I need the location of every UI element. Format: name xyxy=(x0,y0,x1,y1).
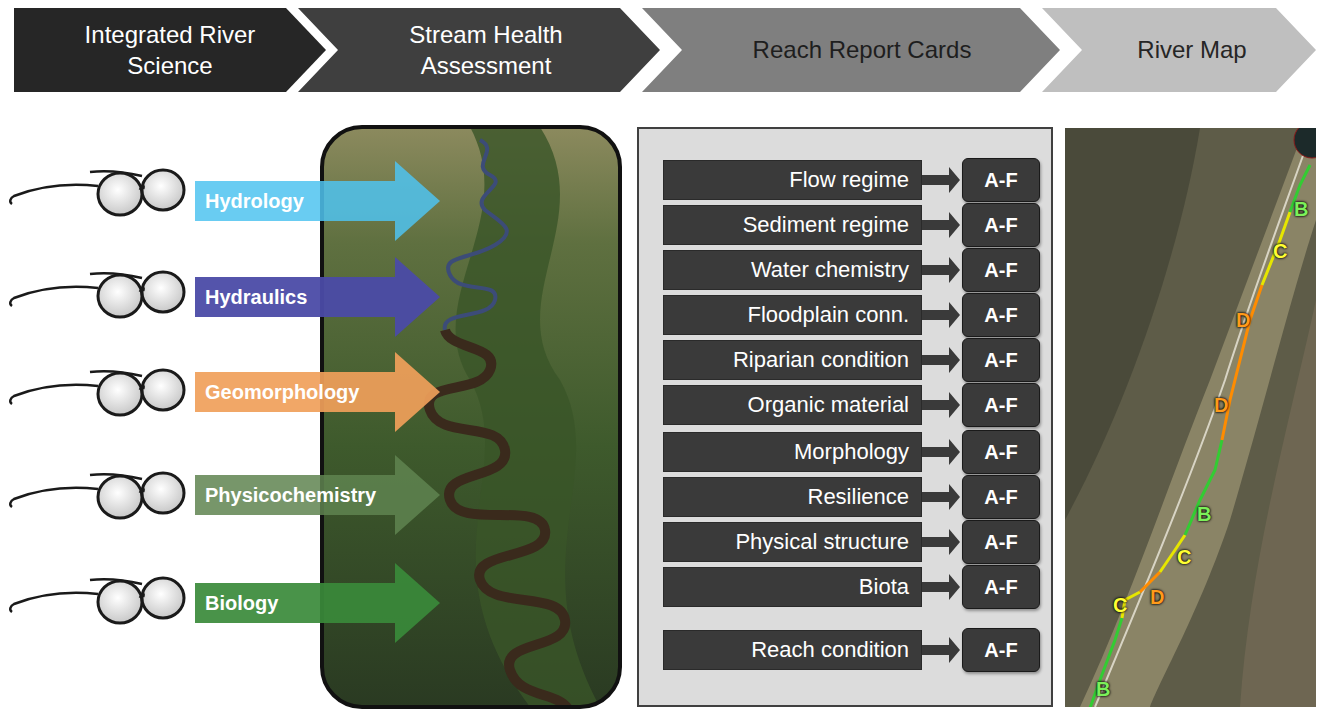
chevron-text-holder: Integrated River Science xyxy=(65,8,275,92)
chevron-label: Integrated River Science xyxy=(65,19,275,81)
grade-letter: D xyxy=(1214,394,1228,417)
discipline-label: Hydrology xyxy=(205,190,304,213)
grade-arrow xyxy=(922,637,960,663)
process-chevron: River Map xyxy=(1042,8,1316,92)
grade-letter: C xyxy=(1177,546,1191,569)
grade-box: A-F xyxy=(962,520,1040,564)
grade-label: A-F xyxy=(984,394,1017,417)
grade-arrow xyxy=(922,347,960,373)
metric-box: Organic material xyxy=(663,385,922,425)
metric-label: Riparian condition xyxy=(733,347,909,373)
chevron-label: Stream Health Assessment xyxy=(376,19,596,81)
grade-label: A-F xyxy=(984,576,1017,599)
metric-box: Floodplain conn. xyxy=(663,295,922,335)
grade-label: A-F xyxy=(984,349,1017,372)
lens-arrow: Biology xyxy=(195,563,440,643)
metric-box: Riparian condition xyxy=(663,340,922,380)
chevron-text-holder: Stream Health Assessment xyxy=(376,8,596,92)
lens-arrow: Physicochemistry xyxy=(195,455,440,535)
grade-box: A-F xyxy=(962,565,1040,609)
discipline-label: Hydraulics xyxy=(205,286,307,309)
metric-box: Sediment regime xyxy=(663,205,922,245)
metric-label: Flow regime xyxy=(789,167,909,193)
process-chevron: Reach Report Cards xyxy=(642,8,1060,92)
grade-box: A-F xyxy=(962,338,1040,382)
grade-arrow xyxy=(922,439,960,465)
metric-box: Resilience xyxy=(663,477,922,517)
lens-arrow: Geomorphology xyxy=(195,352,440,432)
grade-box: A-F xyxy=(962,158,1040,202)
grade-letter: B xyxy=(1197,503,1211,526)
metric-label: Reach condition xyxy=(751,637,909,663)
lens-arrow: Hydraulics xyxy=(195,257,440,337)
process-chevron: Stream Health Assessment xyxy=(298,8,660,92)
metric-box: Reach condition xyxy=(663,630,922,670)
metric-label: Resilience xyxy=(808,484,910,510)
discipline-label: Geomorphology xyxy=(205,381,359,404)
grade-label: A-F xyxy=(984,304,1017,327)
metric-label: Morphology xyxy=(794,439,909,465)
grade-label: A-F xyxy=(984,639,1017,662)
grade-arrow xyxy=(922,212,960,238)
grade-letter: B xyxy=(1294,198,1308,221)
grade-letter: C xyxy=(1113,594,1127,617)
grade-letter: C xyxy=(1273,240,1287,263)
grade-letter: D xyxy=(1236,309,1250,332)
metric-label: Floodplain conn. xyxy=(748,302,909,328)
metric-label: Organic material xyxy=(748,392,909,418)
grade-box: A-F xyxy=(962,248,1040,292)
grade-box: A-F xyxy=(962,430,1040,474)
metric-label: Water chemistry xyxy=(751,257,909,283)
chevron-text-holder: Reach Report Cards xyxy=(702,8,1022,92)
grade-label: A-F xyxy=(984,214,1017,237)
metric-label: Biota xyxy=(859,574,909,600)
lens-arrow: Hydrology xyxy=(195,161,440,241)
grade-box: A-F xyxy=(962,203,1040,247)
chevron-shape xyxy=(298,8,660,92)
metric-box: Flow regime xyxy=(663,160,922,200)
metric-box: Physical structure xyxy=(663,522,922,562)
grade-label: A-F xyxy=(984,259,1017,282)
metric-box: Water chemistry xyxy=(663,250,922,290)
grade-box: A-F xyxy=(962,383,1040,427)
grade-arrow xyxy=(922,167,960,193)
process-chevron: Integrated River Science xyxy=(14,8,326,92)
chevron-label: River Map xyxy=(1137,34,1246,65)
grade-arrow xyxy=(922,302,960,328)
report-card-panel xyxy=(638,128,1052,706)
grade-arrow xyxy=(922,529,960,555)
discipline-label: Biology xyxy=(205,592,278,615)
grade-letter: B xyxy=(1096,678,1110,701)
metric-box: Morphology xyxy=(663,432,922,472)
grade-letter: D xyxy=(1150,586,1164,609)
grade-arrow xyxy=(922,574,960,600)
discipline-label: Physicochemistry xyxy=(205,484,376,507)
grade-arrow xyxy=(922,484,960,510)
glasses-icons xyxy=(10,170,184,623)
grade-label: A-F xyxy=(984,531,1017,554)
chevron-label: Reach Report Cards xyxy=(753,34,972,65)
chevron-shape xyxy=(14,8,326,92)
grade-box: A-F xyxy=(962,293,1040,337)
grade-box: A-F xyxy=(962,628,1040,672)
metric-label: Physical structure xyxy=(735,529,909,555)
grade-arrow xyxy=(922,257,960,283)
metric-box: Biota xyxy=(663,567,922,607)
grade-label: A-F xyxy=(984,486,1017,509)
grade-box: A-F xyxy=(962,475,1040,519)
river-map-image xyxy=(1065,122,1319,708)
grade-label: A-F xyxy=(984,441,1017,464)
grade-label: A-F xyxy=(984,169,1017,192)
chevron-text-holder: River Map xyxy=(1092,8,1292,92)
grade-arrow xyxy=(922,392,960,418)
metric-label: Sediment regime xyxy=(743,212,909,238)
